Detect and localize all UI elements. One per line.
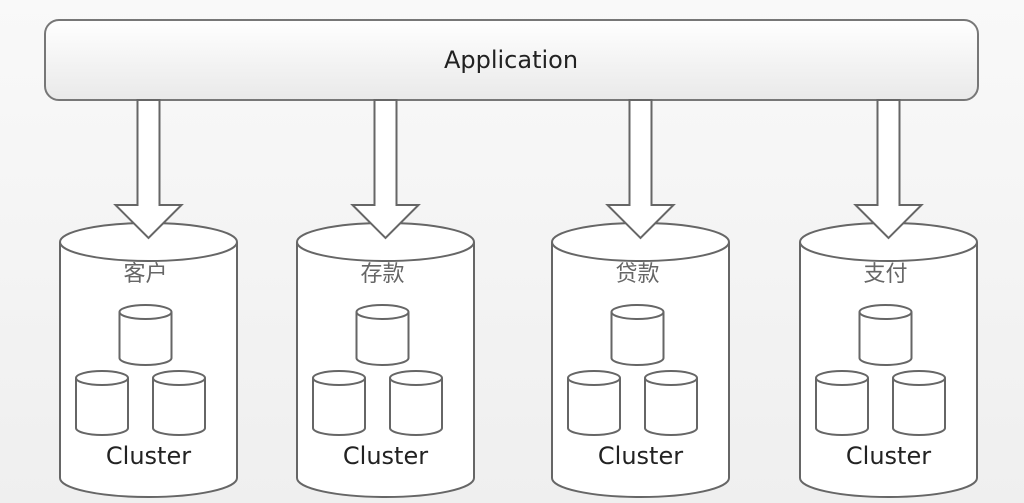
db-node-icon (566, 370, 621, 436)
db-node-icon (355, 304, 410, 366)
db-node-icon (151, 370, 206, 436)
cluster-name: 支付 (863, 262, 907, 287)
db-node-icon (858, 304, 913, 366)
cluster-name: 贷款 (615, 262, 659, 287)
db-node-icon (643, 370, 698, 436)
cluster-name: 存款 (360, 262, 404, 287)
db-node-icon (814, 370, 869, 436)
cluster-label: Cluster (106, 442, 191, 470)
db-node-icon (388, 370, 443, 436)
arrow-down-icon (605, 99, 676, 240)
cluster-2: 存款 Cluster (295, 99, 475, 498)
cluster-name: 客户 (123, 262, 167, 287)
cluster-4: 支付 Cluster (798, 99, 978, 498)
arrow-down-icon (853, 99, 924, 240)
db-node-icon (610, 304, 665, 366)
db-node-icon (891, 370, 946, 436)
cluster-label: Cluster (846, 442, 931, 470)
cluster-label: Cluster (343, 442, 428, 470)
application-box (44, 19, 979, 101)
cluster-3: 贷款 Cluster (550, 99, 730, 498)
db-node-icon (118, 304, 173, 366)
db-node-icon (74, 370, 129, 436)
db-node-icon (311, 370, 366, 436)
cluster-label: Cluster (598, 442, 683, 470)
arrow-down-icon (350, 99, 421, 240)
cluster-1: 客户 Cluster (58, 99, 238, 498)
application-label: Application (444, 46, 578, 74)
arrow-down-icon (113, 99, 184, 240)
